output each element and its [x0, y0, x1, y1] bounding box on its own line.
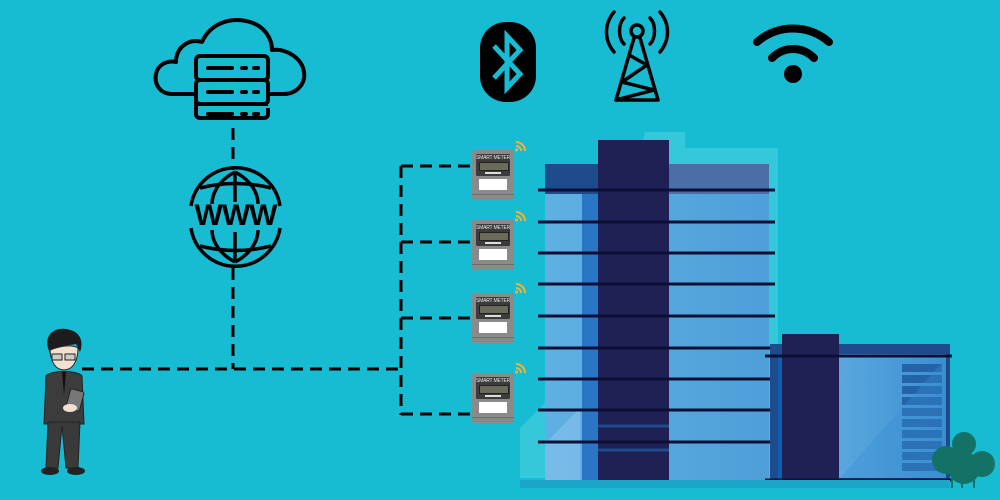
- internet-node: WWW: [178, 166, 293, 268]
- bluetooth-node: [480, 22, 536, 102]
- bluetooth-icon: [480, 22, 536, 102]
- annex-blinds: [902, 364, 942, 471]
- smart-meter-2: SMART METER: [472, 220, 514, 270]
- smart-meter-label: SMART METER: [476, 225, 511, 231]
- meter-brand-tag: [479, 402, 507, 413]
- meter-digits: [479, 232, 509, 241]
- globe-icon: [189, 166, 282, 268]
- meter-digits: [479, 305, 509, 314]
- cloud-server-node: [152, 8, 312, 128]
- www-label: WWW: [194, 199, 278, 232]
- cloud-server-icon: [153, 18, 307, 120]
- meter-signal-icon: [515, 283, 526, 294]
- smart-meter-label: SMART METER: [476, 378, 511, 384]
- wifi-icon: [753, 24, 833, 83]
- user-node: [32, 326, 88, 476]
- meter-signal-icon: [515, 141, 526, 152]
- building-illustration: [520, 132, 952, 488]
- cell-tower-node: [600, 10, 674, 105]
- smart-meter-4: SMART METER: [472, 373, 514, 423]
- annex-column: [782, 334, 839, 484]
- meter-signal-icon: [515, 363, 526, 374]
- wifi-node: [752, 22, 834, 86]
- floor-lines: [538, 188, 775, 444]
- tree-icon: [932, 432, 995, 488]
- smart-meter-1: SMART METER: [472, 150, 514, 200]
- cell-tower-icon: [604, 10, 670, 102]
- meter-digits: [479, 385, 509, 394]
- user-person-icon: [41, 328, 85, 475]
- smart-meter-label: SMART METER: [476, 298, 511, 304]
- meter-brand-tag: [479, 249, 507, 260]
- smart-meter-3: SMART METER: [472, 293, 514, 343]
- meter-signal-icon: [515, 211, 526, 222]
- meter-digits: [479, 162, 509, 171]
- tower-column: [598, 140, 669, 484]
- meter-brand-tag: [479, 322, 507, 333]
- meter-brand-tag: [479, 179, 507, 190]
- smart-meter-label: SMART METER: [476, 155, 511, 161]
